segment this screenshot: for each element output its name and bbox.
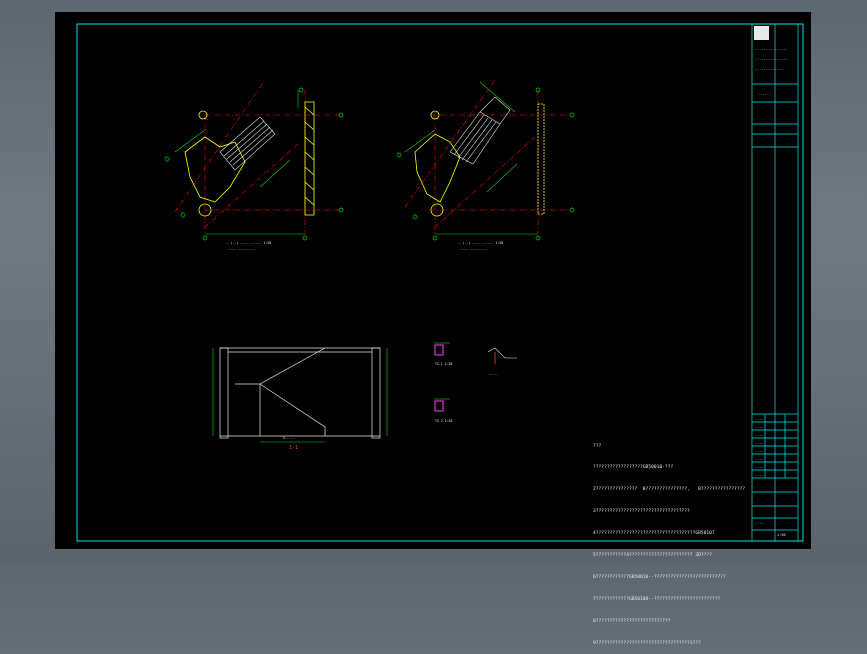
note-line: 2??????????????? B???????????????, B????… <box>593 487 746 493</box>
row-label-8: ---- <box>755 473 764 477</box>
note-line: ??? <box>593 443 602 449</box>
drawing-number: ---- <box>755 521 764 525</box>
note-line: 6????????????GB50010--??????????????????… <box>593 574 726 580</box>
plan-left: -- (--) ---- ------ 1:50 ----- --------- <box>164 79 345 251</box>
section-label: 1-1 <box>289 445 298 451</box>
row-label-6: ---- <box>755 457 764 461</box>
row-label-1: ---- <box>755 417 764 421</box>
plan-right-title: -- (--) ---- ------ 1:50 <box>457 241 503 245</box>
plan-left-title: -- (--) ---- ------ 1:50 <box>225 241 271 245</box>
row-label-3: ---- <box>755 433 764 437</box>
general-notes: ??? ??????????????????GB50010-??? 2?????… <box>593 428 803 654</box>
note-line: 5???????????4??????????????????????? 3D?… <box>593 553 712 559</box>
row-label-5: ---- <box>755 449 764 453</box>
company-line-1: -------- ------ <box>755 47 787 51</box>
note-line: 7????????????GB50108--??????????????????… <box>593 596 721 602</box>
title-block <box>751 24 799 541</box>
section-1-1: 2----- 1-1 <box>212 347 388 451</box>
detail-a-label: TZ-1 1:20 <box>435 362 452 366</box>
section-dimension: 2----- <box>283 436 295 440</box>
cad-drawing: -------- ------ --------------- --------… <box>76 23 804 542</box>
project-name: ------ <box>758 92 771 96</box>
company-logo <box>754 26 769 40</box>
details: TZ-1 1:20 TZ-2 1:20 ----- <box>434 342 517 423</box>
title-block-text: -------- ------ --------------- --------… <box>755 47 787 537</box>
note-line: 4????????????????????????????????????GB5… <box>593 531 715 537</box>
plan-right: -- (--) ---- ------ 1:50 ----- --------- <box>396 79 575 251</box>
detail-c-label: ----- <box>489 372 499 376</box>
row-label-7: ---- <box>755 465 764 469</box>
row-label-4: ---- <box>755 441 764 445</box>
plan-left-subtitle: ----- --------- <box>227 247 256 251</box>
drawing-scale: 1:50 <box>777 533 786 537</box>
row-label-2: ---- <box>755 425 764 429</box>
detail-b-label: TZ-2 1:20 <box>435 419 452 423</box>
note-line: 9??????????????????????????????????1??? <box>593 640 701 646</box>
note-line: ??????????????????GB50010-??? <box>593 465 674 471</box>
company-line-3: ------------- <box>755 67 783 71</box>
note-line: 8??????????????????????????? <box>593 618 671 624</box>
plan-right-subtitle: ----- --------- <box>459 247 488 251</box>
drawing-border <box>76 23 804 542</box>
company-line-2: --------------- <box>755 57 787 61</box>
note-line: 3?????????????????????????????????? <box>593 509 690 515</box>
cad-drawing-canvas[interactable]: -------- ------ --------------- --------… <box>55 12 811 646</box>
